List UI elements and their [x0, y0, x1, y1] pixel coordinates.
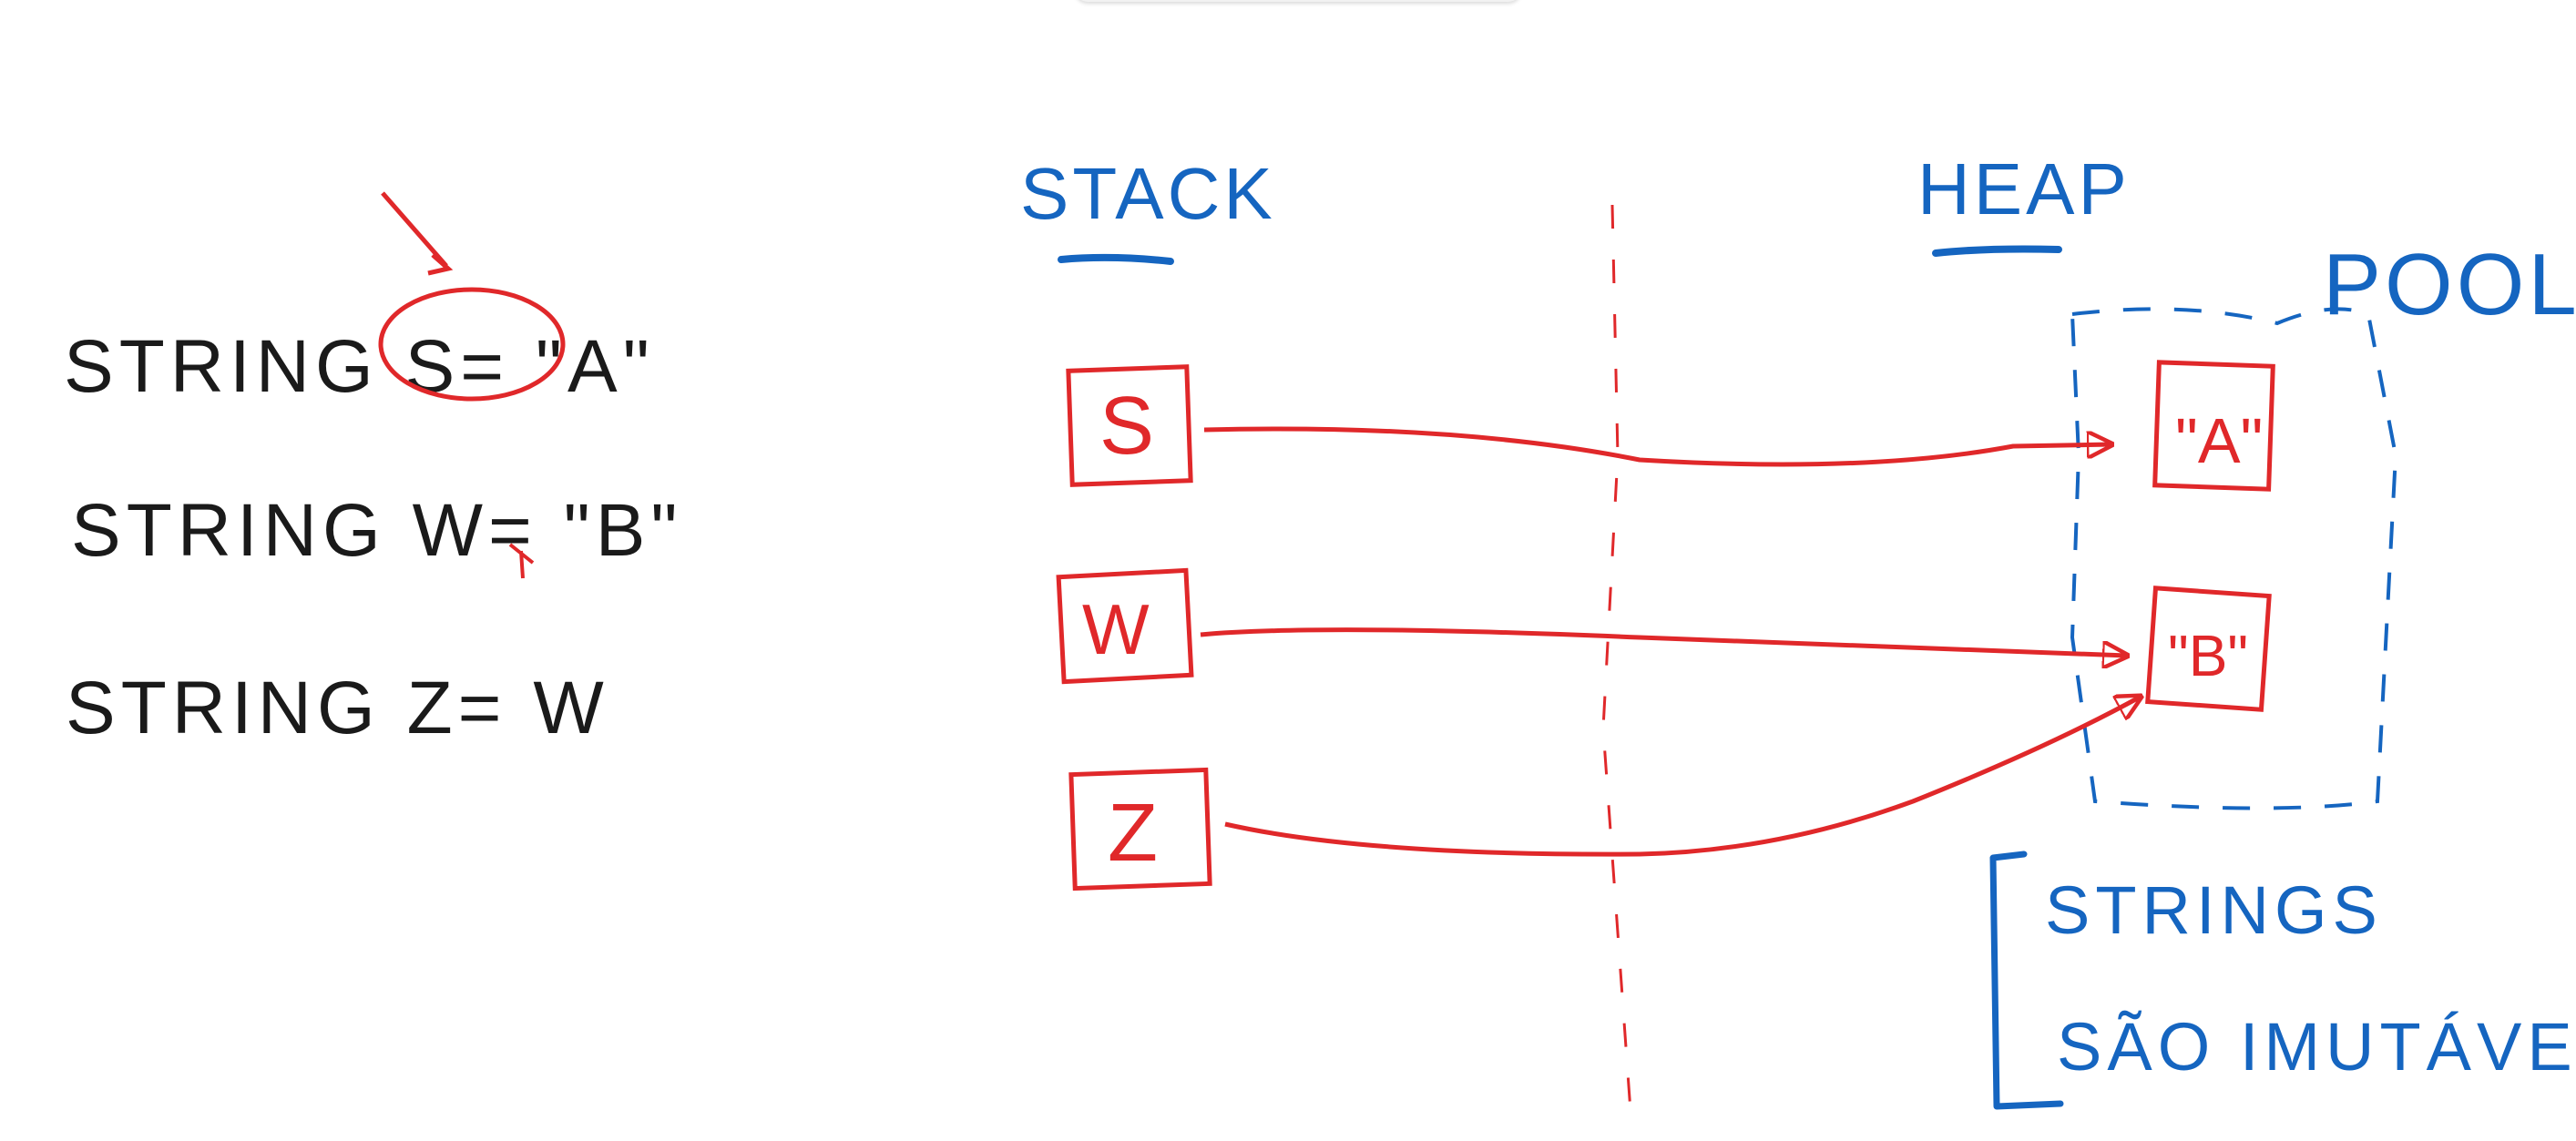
stack-box-s: [1066, 364, 1193, 487]
pool-value-a: "A": [2175, 405, 2263, 476]
code-line-string-w: STRING W= "B": [71, 489, 683, 572]
stack-box-z: [1068, 767, 1212, 891]
annotation-tick: [508, 543, 535, 579]
note-line-2: SÃO IMUTÁVEIS: [2057, 1009, 2576, 1085]
stack-underline: [1058, 253, 1174, 265]
heap-underline: [1932, 245, 2062, 257]
code-line-string-z: STRING Z= W: [66, 667, 609, 749]
pool-box-b: [2145, 586, 2272, 712]
code-line-string-s: STRING S= "A": [64, 325, 655, 408]
pool-label: POOL: [2323, 236, 2576, 333]
arrow-z-to-b: [1224, 697, 2141, 857]
pool-region: [2070, 307, 2398, 810]
pool-value-b: "B": [2168, 623, 2248, 688]
note-line-1: STRINGS: [2045, 872, 2383, 948]
arrow-w-to-b: [1200, 627, 2127, 656]
stack-var-w: W: [1082, 589, 1150, 669]
annotation-arrow: [381, 191, 448, 268]
heap-header: HEAP: [1917, 148, 2131, 229]
annotation-arrowhead: [427, 253, 454, 276]
stack-header: STACK: [1020, 153, 1276, 234]
stack-var-z: Z: [1108, 788, 1158, 879]
stack-box-w: [1056, 567, 1194, 685]
note-bracket: [1989, 851, 2064, 1110]
stack-heap-divider: [1601, 204, 1632, 1112]
arrow-s-to-a: [1203, 426, 2111, 467]
highlight-circle: [378, 287, 566, 402]
stack-var-s: S: [1099, 381, 1154, 472]
pool-box-a: [2152, 360, 2275, 492]
toolbar-edge[interactable]: [1075, 0, 1521, 2]
